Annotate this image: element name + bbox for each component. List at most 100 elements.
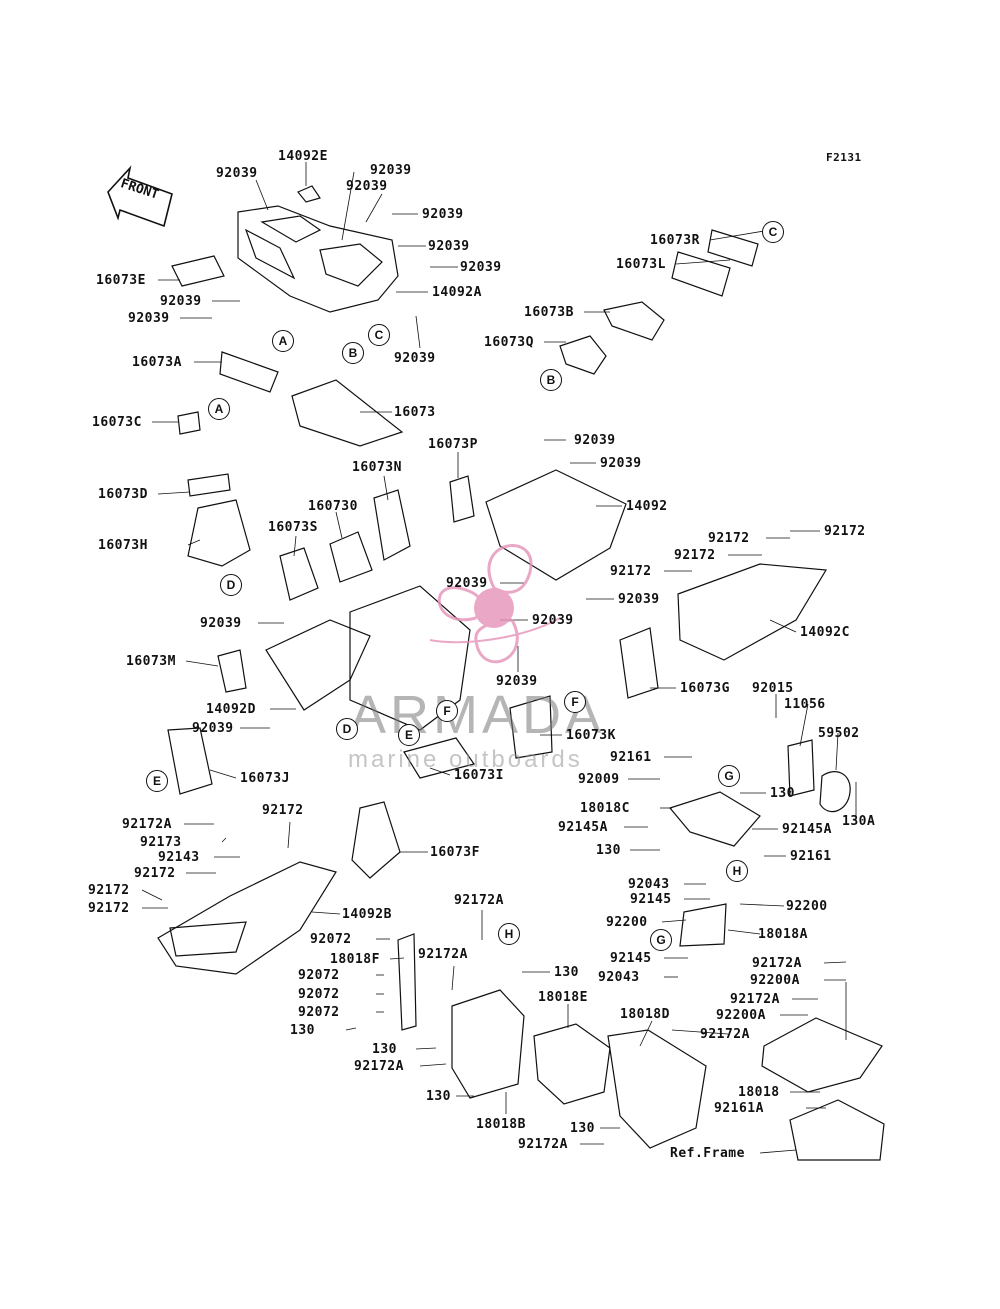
panel-16073-shape (291, 379, 404, 447)
part-callout: 16073M (126, 654, 176, 669)
part-callout: 14092E (278, 149, 328, 164)
part-callout: 18018E (538, 990, 588, 1005)
part-callout: 92161A (714, 1101, 764, 1116)
part-callout: 92200A (750, 973, 800, 988)
ref-circle: D (220, 574, 242, 596)
ref-circle: B (540, 369, 562, 391)
part-callout: 14092A (432, 285, 482, 300)
part-callout: 14092 (626, 499, 668, 514)
part-callout: 92072 (298, 987, 340, 1002)
part-callout: 16073R (650, 233, 700, 248)
panel-16073i-shape (403, 737, 475, 779)
part-callout: 92043 (628, 877, 670, 892)
ref-circle: A (208, 398, 230, 420)
part-callout: 92200A (716, 1008, 766, 1023)
part-callout: 92143 (158, 850, 200, 865)
leader-lines (141, 162, 857, 1154)
rear-fender-shape (237, 185, 399, 313)
watermark-brand: ARMADA (350, 685, 606, 745)
part-callout: 92039 (394, 351, 436, 366)
cover-11056-shape (787, 739, 815, 797)
part-callout: 92039 (574, 433, 616, 448)
panel-16073p-shape (449, 475, 475, 523)
part-callout: 92172 (824, 524, 866, 539)
part-callout: 130A (842, 814, 876, 829)
part-callout: 18018B (476, 1117, 526, 1132)
panel-16073d-shape (187, 473, 231, 497)
bracket-18018b-shape (451, 989, 525, 1099)
diagram-linework (107, 162, 885, 1161)
part-callout: 160730 (308, 499, 358, 514)
ref-circle: D (336, 718, 358, 740)
part-callout: 92172A (752, 956, 802, 971)
part-callout: 16073B (524, 305, 574, 320)
part-callout: 16073D (98, 487, 148, 502)
part-callout: 92161 (790, 849, 832, 864)
part-callout: 92172A (700, 1027, 750, 1042)
front-arrow-icon (107, 165, 173, 228)
part-callout: 92039 (600, 456, 642, 471)
part-callout: 59502 (818, 726, 860, 741)
part-callout: 18018 (738, 1085, 780, 1100)
ref-circle: E (398, 724, 420, 746)
part-callout: 92172 (674, 548, 716, 563)
part-callout: 16073P (428, 437, 478, 452)
part-callout: 92145 (610, 951, 652, 966)
part-callout: 14092B (342, 907, 392, 922)
part-callout: 18018C (580, 801, 630, 816)
part-callout: 14092D (206, 702, 256, 717)
ref-circle: C (368, 324, 390, 346)
part-callout: 16073N (352, 460, 402, 475)
panel-16073a-shape (219, 351, 279, 393)
ref-circle: H (498, 923, 520, 945)
fan-59502-shape (819, 771, 851, 813)
part-callout: 92009 (578, 772, 620, 787)
panel-16073j-shape (167, 727, 213, 795)
watermark-logo-icon (429, 544, 561, 664)
panel-16073g-shape (619, 627, 659, 699)
part-callout: 16073L (616, 257, 666, 272)
part-callout: 16073A (132, 355, 182, 370)
part-callout: 18018A (758, 927, 808, 942)
part-callout: 16073E (96, 273, 146, 288)
panel-16073c-shape (177, 411, 201, 435)
bracket-18018c-shape (668, 791, 761, 847)
part-callout: 92039 (200, 616, 242, 631)
part-callout: 92172A (730, 992, 780, 1007)
panel-16073b-shape (603, 301, 665, 341)
part-callout: 92161 (610, 750, 652, 765)
part-callout: 92039 (160, 294, 202, 309)
part-callout: 92039 (496, 674, 538, 689)
panel-16073l-shape (671, 251, 731, 297)
figure-code: F2131 (826, 151, 862, 164)
plate-18018-shape (761, 1017, 883, 1093)
part-callout: 130 (290, 1023, 315, 1038)
part-callout: 92173 (140, 835, 182, 850)
part-callout: 130 (426, 1089, 451, 1104)
bracket-18018a-shape (679, 903, 727, 947)
part-callout: 92172 (88, 901, 130, 916)
watermark-tagline: marine outboards (348, 746, 583, 773)
center-tunnel-shape (349, 585, 471, 731)
cover-14092-shape (485, 469, 627, 581)
part-callout: 130 (554, 965, 579, 980)
part-callout: 92172 (262, 803, 304, 818)
part-callout: 92172 (610, 564, 652, 579)
part-callout: 16073C (92, 415, 142, 430)
part-callout: 92072 (298, 968, 340, 983)
part-callout: 92039 (422, 207, 464, 222)
part-callout: 16073 (394, 405, 436, 420)
part-callout: 18018D (620, 1007, 670, 1022)
part-callout: 92145A (782, 822, 832, 837)
part-callout: 92043 (598, 970, 640, 985)
cover-14092d-shape (265, 619, 371, 711)
ref-circle: B (342, 342, 364, 364)
ref-circle: F (564, 691, 586, 713)
part-callout: 92039 (618, 592, 660, 607)
ref-circle: G (718, 765, 740, 787)
panel-16073e-shape (171, 255, 225, 287)
part-callout: 92072 (310, 932, 352, 947)
panel-16073m-shape (217, 649, 247, 693)
ref-circle: C (762, 221, 784, 243)
part-callout: 130 (570, 1121, 595, 1136)
